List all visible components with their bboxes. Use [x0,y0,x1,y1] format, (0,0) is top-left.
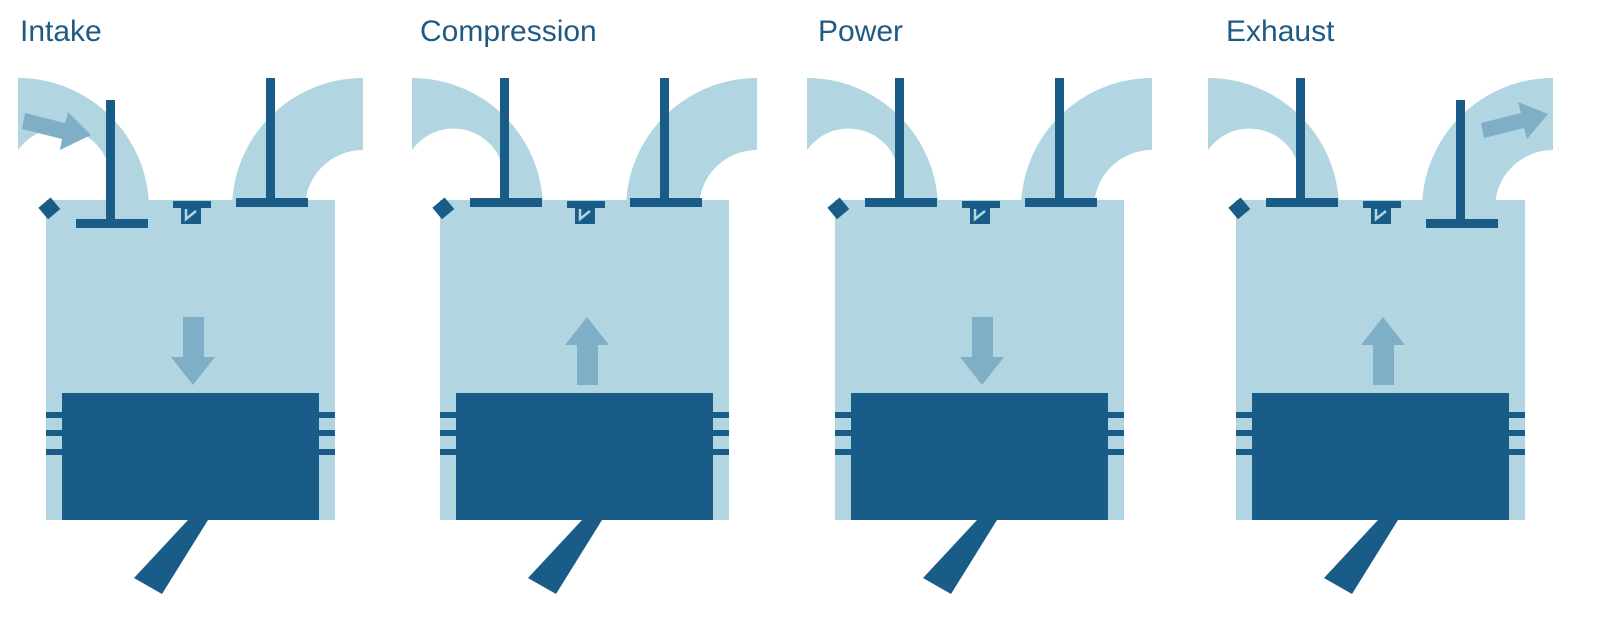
connecting-rod [1324,520,1398,594]
stroke-title-exhaust: Exhaust [1226,15,1335,48]
piston-ring-left [440,412,456,418]
piston-ring-left [835,430,851,436]
spark-plug-electrode [184,209,197,222]
piston-ring-left [1236,412,1252,418]
intake-valve-head [865,198,937,207]
intake-port [412,78,543,209]
piston-ring-right [319,430,335,436]
piston-ring-left [835,412,851,418]
exhaust-valve-head [236,198,308,207]
piston-up-arrow [1361,317,1405,385]
connecting-rod [923,520,997,594]
intake-port [807,78,938,209]
piston [1252,393,1509,520]
engine-unit-power [807,78,1152,594]
piston-down-arrow [171,317,215,385]
spark-plug-electrode [973,209,986,222]
fuel-injector [38,197,61,220]
intake-valve-stem [895,78,904,204]
piston-ring-right [1108,449,1124,455]
piston-ring-left [440,430,456,436]
engine-unit-exhaust [1208,78,1553,594]
fuel-injector [1228,197,1251,220]
exhaust-port [626,78,757,209]
piston-ring-left [46,430,62,436]
exhaust-valve-stem [1055,78,1064,204]
stroke-title-power: Power [818,15,904,48]
connecting-rod [528,520,602,594]
intake-port [1208,78,1339,209]
stroke-title-compression: Compression [420,15,597,48]
intake-valve-stem [106,100,115,224]
intake-valve-head [1266,198,1338,207]
intake-valve-stem [1296,78,1305,204]
piston-ring-right [713,449,729,455]
piston-ring-right [1509,430,1525,436]
exhaust-valve-stem [1456,100,1465,224]
exhaust-valve-stem [660,78,669,204]
exhaust-valve-head [1025,198,1097,207]
piston-ring-left [46,449,62,455]
exhaust-valve-head [630,198,702,207]
piston-up-arrow [565,317,609,385]
engine-unit-intake [18,78,363,594]
piston [456,393,713,520]
intake-valve-head [470,198,542,207]
spark-plug [1363,201,1401,224]
exhaust-valve-head [1426,219,1498,228]
exhaust-port [1021,78,1152,209]
piston-down-arrow [960,317,1004,385]
piston [62,393,319,520]
piston-ring-right [1108,430,1124,436]
piston-ring-left [440,449,456,455]
spark-plug [567,201,605,224]
spark-plug-electrode [578,209,591,222]
piston-ring-left [46,412,62,418]
exhaust-port [1422,78,1553,209]
piston-ring-right [1108,412,1124,418]
piston-ring-left [1236,430,1252,436]
exhaust-valve-stem [266,78,275,204]
piston-ring-right [319,412,335,418]
piston-ring-right [1509,412,1525,418]
piston-ring-left [1236,449,1252,455]
spark-plug-electrode [1374,209,1387,222]
intake-flow-arrow [22,112,91,150]
piston-ring-right [713,430,729,436]
spark-plug [962,201,1000,224]
exhaust-port [232,78,363,209]
piston-ring-left [835,449,851,455]
exhaust-flow-arrow [1481,102,1548,139]
intake-valve-stem [500,78,509,204]
connecting-rod [134,520,208,594]
fuel-injector [432,197,455,220]
piston-ring-right [319,449,335,455]
fuel-injector [827,197,850,220]
intake-port [18,78,149,209]
piston-ring-right [713,412,729,418]
piston-ring-right [1509,449,1525,455]
engine-unit-compression [412,78,757,594]
piston [851,393,1108,520]
intake-valve-head [76,219,148,228]
stroke-title-intake: Intake [20,15,102,48]
spark-plug [173,201,211,224]
